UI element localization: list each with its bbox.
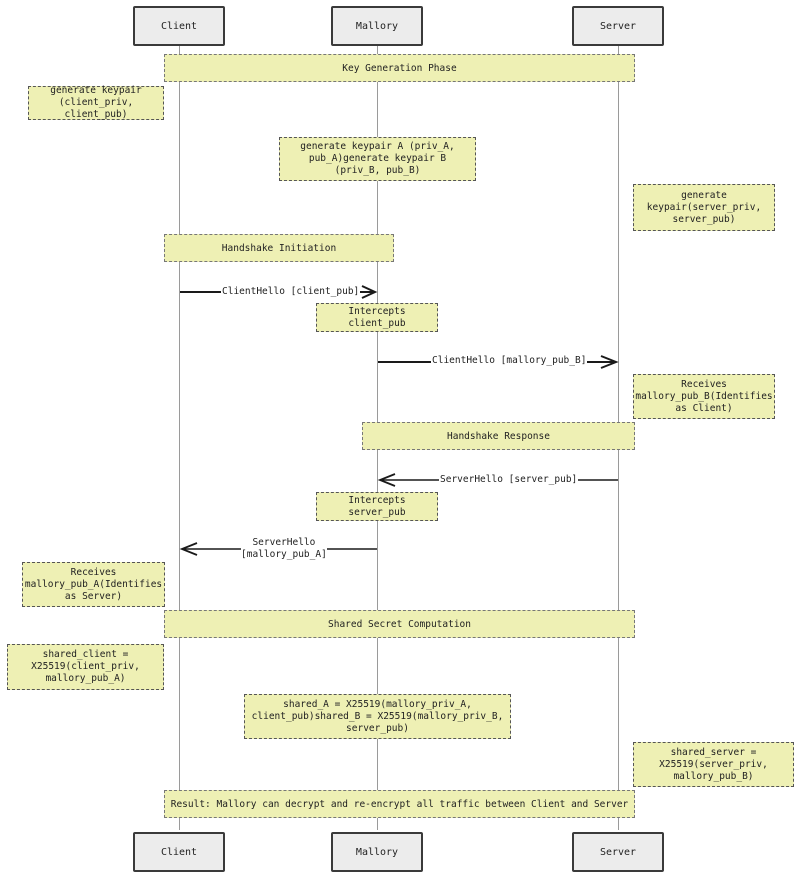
participant-server-label: Server — [599, 846, 637, 858]
note-client-keypair-text: generate keypair (client_priv, client_pu… — [50, 85, 142, 120]
participant-mallory-top: Mallory — [331, 6, 423, 46]
phase-key-generation: Key Generation Phase — [164, 54, 635, 82]
message-server-hello-label: ServerHello [server_pub] — [439, 474, 579, 486]
note-intercept-client-text: Intercepts client_pub — [348, 305, 406, 329]
note-server-receives-text: Receives mallory_pub_B(Identifies as Cli… — [635, 378, 773, 414]
note-intercept-server: Intercepts server_pub — [316, 492, 438, 521]
note-intercept-client: Intercepts client_pub — [316, 303, 438, 332]
note-server-keypair: generate keypair(server_priv, server_pub… — [633, 184, 775, 231]
arrowhead-server-hello-forward — [179, 542, 198, 556]
message-client-hello-label: ClientHello [client_pub] — [221, 286, 361, 298]
arrowhead-client-hello — [361, 285, 378, 299]
participant-server-label: Server — [599, 20, 637, 32]
phase-shared-secret-label: Shared Secret Computation — [328, 618, 471, 630]
participant-mallory-label: Mallory — [355, 846, 399, 858]
arrowhead-client-hello-forward — [600, 355, 619, 369]
message-client-hello-forward-label: ClientHello [mallory_pub_B] — [431, 355, 588, 367]
phase-result-label: Result: Mallory can decrypt and re-encry… — [170, 798, 629, 810]
note-shared-client-text: shared_client = X25519(client_priv, mall… — [31, 649, 140, 684]
note-shared-client: shared_client = X25519(client_priv, mall… — [7, 644, 164, 690]
client-lifeline — [179, 46, 180, 830]
message-server-hello-forward-line2: [mallory_pub_A] — [241, 549, 327, 561]
phase-handshake-initiation: Handshake Initiation — [164, 234, 394, 262]
note-server-keypair-text: generate keypair(server_priv, server_pub… — [646, 189, 762, 225]
phase-handshake-response: Handshake Response — [362, 422, 635, 450]
note-client-keypair: generate keypair (client_priv, client_pu… — [28, 85, 164, 120]
note-intercept-server-text: Intercepts server_pub — [348, 494, 406, 518]
participant-mallory-bottom: Mallory — [331, 832, 423, 872]
phase-key-generation-label: Key Generation Phase — [342, 62, 457, 74]
note-shared-server: shared_server = X25519(server_priv, mall… — [633, 742, 794, 787]
note-server-receives: Receives mallory_pub_B(Identifies as Cli… — [633, 374, 775, 419]
note-mallory-keypairs-text: generate keypair A (priv_A, pub_A)genera… — [300, 141, 455, 176]
participant-client-label: Client — [160, 846, 198, 858]
participant-server-bottom: Server — [572, 832, 664, 872]
phase-result: Result: Mallory can decrypt and re-encry… — [164, 790, 635, 818]
phase-handshake-response-label: Handshake Response — [447, 430, 550, 442]
note-shared-mallory-text: shared_A = X25519(mallory_priv_A, client… — [251, 698, 504, 734]
phase-shared-secret: Shared Secret Computation — [164, 610, 635, 638]
arrowhead-server-hello — [377, 473, 396, 487]
participant-mallory-label: Mallory — [355, 20, 399, 32]
participant-server-top: Server — [572, 6, 664, 46]
note-mallory-keypairs: generate keypair A (priv_A, pub_A)genera… — [279, 137, 476, 181]
note-client-receives-text: Receives mallory_pub_A(Identifies as Ser… — [24, 566, 163, 602]
note-shared-mallory: shared_A = X25519(mallory_priv_A, client… — [244, 694, 511, 739]
participant-client-bottom: Client — [133, 832, 225, 872]
phase-handshake-initiation-label: Handshake Initiation — [221, 242, 337, 254]
message-server-hello-forward-line1: ServerHello — [241, 537, 327, 549]
participant-client-label: Client — [160, 20, 198, 32]
note-client-receives: Receives mallory_pub_A(Identifies as Ser… — [22, 562, 165, 607]
message-server-hello-forward-label: ServerHello [mallory_pub_A] — [240, 537, 328, 561]
participant-client-top: Client — [133, 6, 225, 46]
note-shared-server-text: shared_server = X25519(server_priv, mall… — [659, 746, 768, 782]
